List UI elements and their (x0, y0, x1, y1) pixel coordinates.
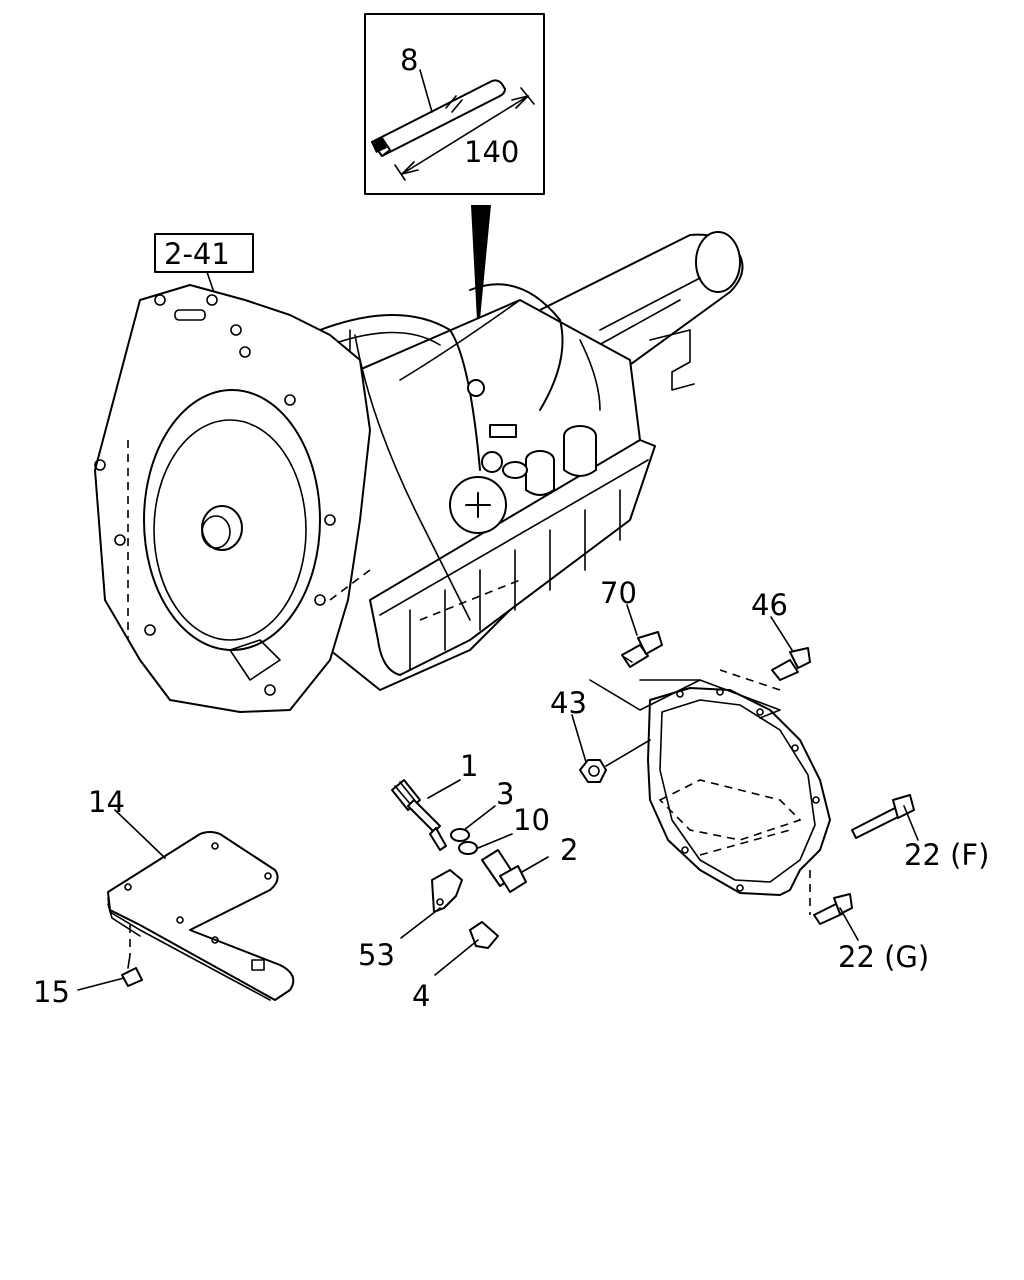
bolt-70 (621, 631, 663, 668)
plate-53 (431, 869, 463, 913)
callout-15: 15 (33, 975, 70, 1009)
bolt-22g (809, 870, 853, 925)
bracket-14 (107, 831, 295, 1001)
reference-label: 2-41 (164, 237, 230, 271)
o-ring-3 (450, 828, 470, 842)
callout-43: 43 (550, 686, 587, 720)
callout-22f: 22 (F) (904, 838, 989, 872)
bellhousing-cover (589, 669, 831, 896)
callout-8: 8 (400, 43, 418, 77)
callout-2: 2 (560, 833, 578, 867)
o-ring-10 (458, 841, 478, 855)
callout-53: 53 (358, 938, 395, 972)
inset-pointer (471, 205, 491, 340)
bolt-46 (771, 647, 811, 681)
callout-22g: 22 (G) (838, 940, 929, 974)
callout-10: 10 (513, 803, 550, 837)
sleeve-2 (481, 849, 527, 893)
callout-3: 3 (496, 777, 514, 811)
callout-1: 1 (460, 749, 478, 783)
nut-43 (579, 759, 607, 783)
callout-4: 4 (412, 979, 430, 1013)
callout-70: 70 (600, 576, 637, 610)
dimension-140-label: 140 (464, 135, 519, 169)
callout-14: 14 (88, 785, 125, 819)
bolt-15 (121, 925, 143, 987)
transmission-assembly (94, 231, 744, 713)
cable-tie-inset: 140 8 (364, 13, 545, 195)
bolt-22f (851, 794, 915, 839)
callout-46: 46 (751, 588, 788, 622)
driven-gear-1 (391, 779, 447, 851)
